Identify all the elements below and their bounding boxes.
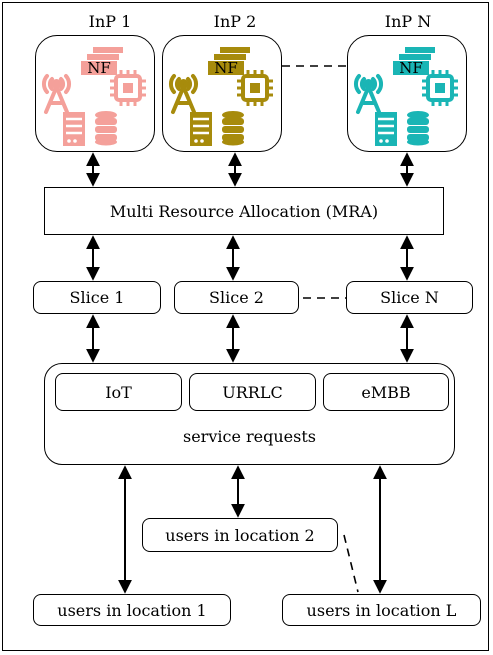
- database-icon: [222, 111, 244, 146]
- inp-2-title: InP 2: [213, 12, 257, 31]
- database-icon: [407, 111, 429, 146]
- nf-icon: NF: [208, 47, 250, 77]
- inp-n-title: InP N: [384, 12, 432, 31]
- mra-box: Multi Resource Allocation (MRA): [44, 187, 444, 235]
- server-icon: [375, 112, 397, 146]
- antenna-icon: [354, 74, 383, 114]
- server-icon: [63, 112, 85, 146]
- inp-1-title: InP 1: [88, 12, 132, 31]
- service-embb: eMBB: [323, 373, 449, 411]
- nf-label: NF: [399, 59, 423, 77]
- nf-label: NF: [87, 59, 111, 77]
- nf-icon: NF: [393, 47, 435, 77]
- service-requests-label: service requests: [183, 427, 316, 446]
- slice-2-box: Slice 2: [174, 281, 299, 314]
- slice-n-box: Slice N: [346, 281, 473, 314]
- service-iot: IoT: [55, 373, 182, 411]
- database-icon: [95, 111, 117, 146]
- users-location-1: users in location 1: [33, 594, 231, 626]
- inp-n-icons: NF: [354, 47, 458, 146]
- antenna-icon: [169, 74, 198, 114]
- dash-users2-usersl: [343, 534, 359, 593]
- antenna-icon: [42, 74, 71, 114]
- server-icon: [190, 112, 212, 146]
- nf-icon: NF: [81, 47, 123, 77]
- users-location-2: users in location 2: [142, 518, 338, 552]
- inp-2-icons: NF: [169, 47, 273, 146]
- service-urrlc: URRLC: [189, 373, 316, 411]
- cpu-chip-icon: [110, 70, 146, 106]
- slice-1-box: Slice 1: [33, 281, 161, 314]
- nf-label: NF: [214, 59, 238, 77]
- cpu-chip-icon: [237, 70, 273, 106]
- diagram-frame: [2, 2, 489, 651]
- users-location-l: users in location L: [282, 594, 481, 626]
- cpu-chip-icon: [422, 70, 458, 106]
- inp-1-icons: NF: [42, 47, 146, 146]
